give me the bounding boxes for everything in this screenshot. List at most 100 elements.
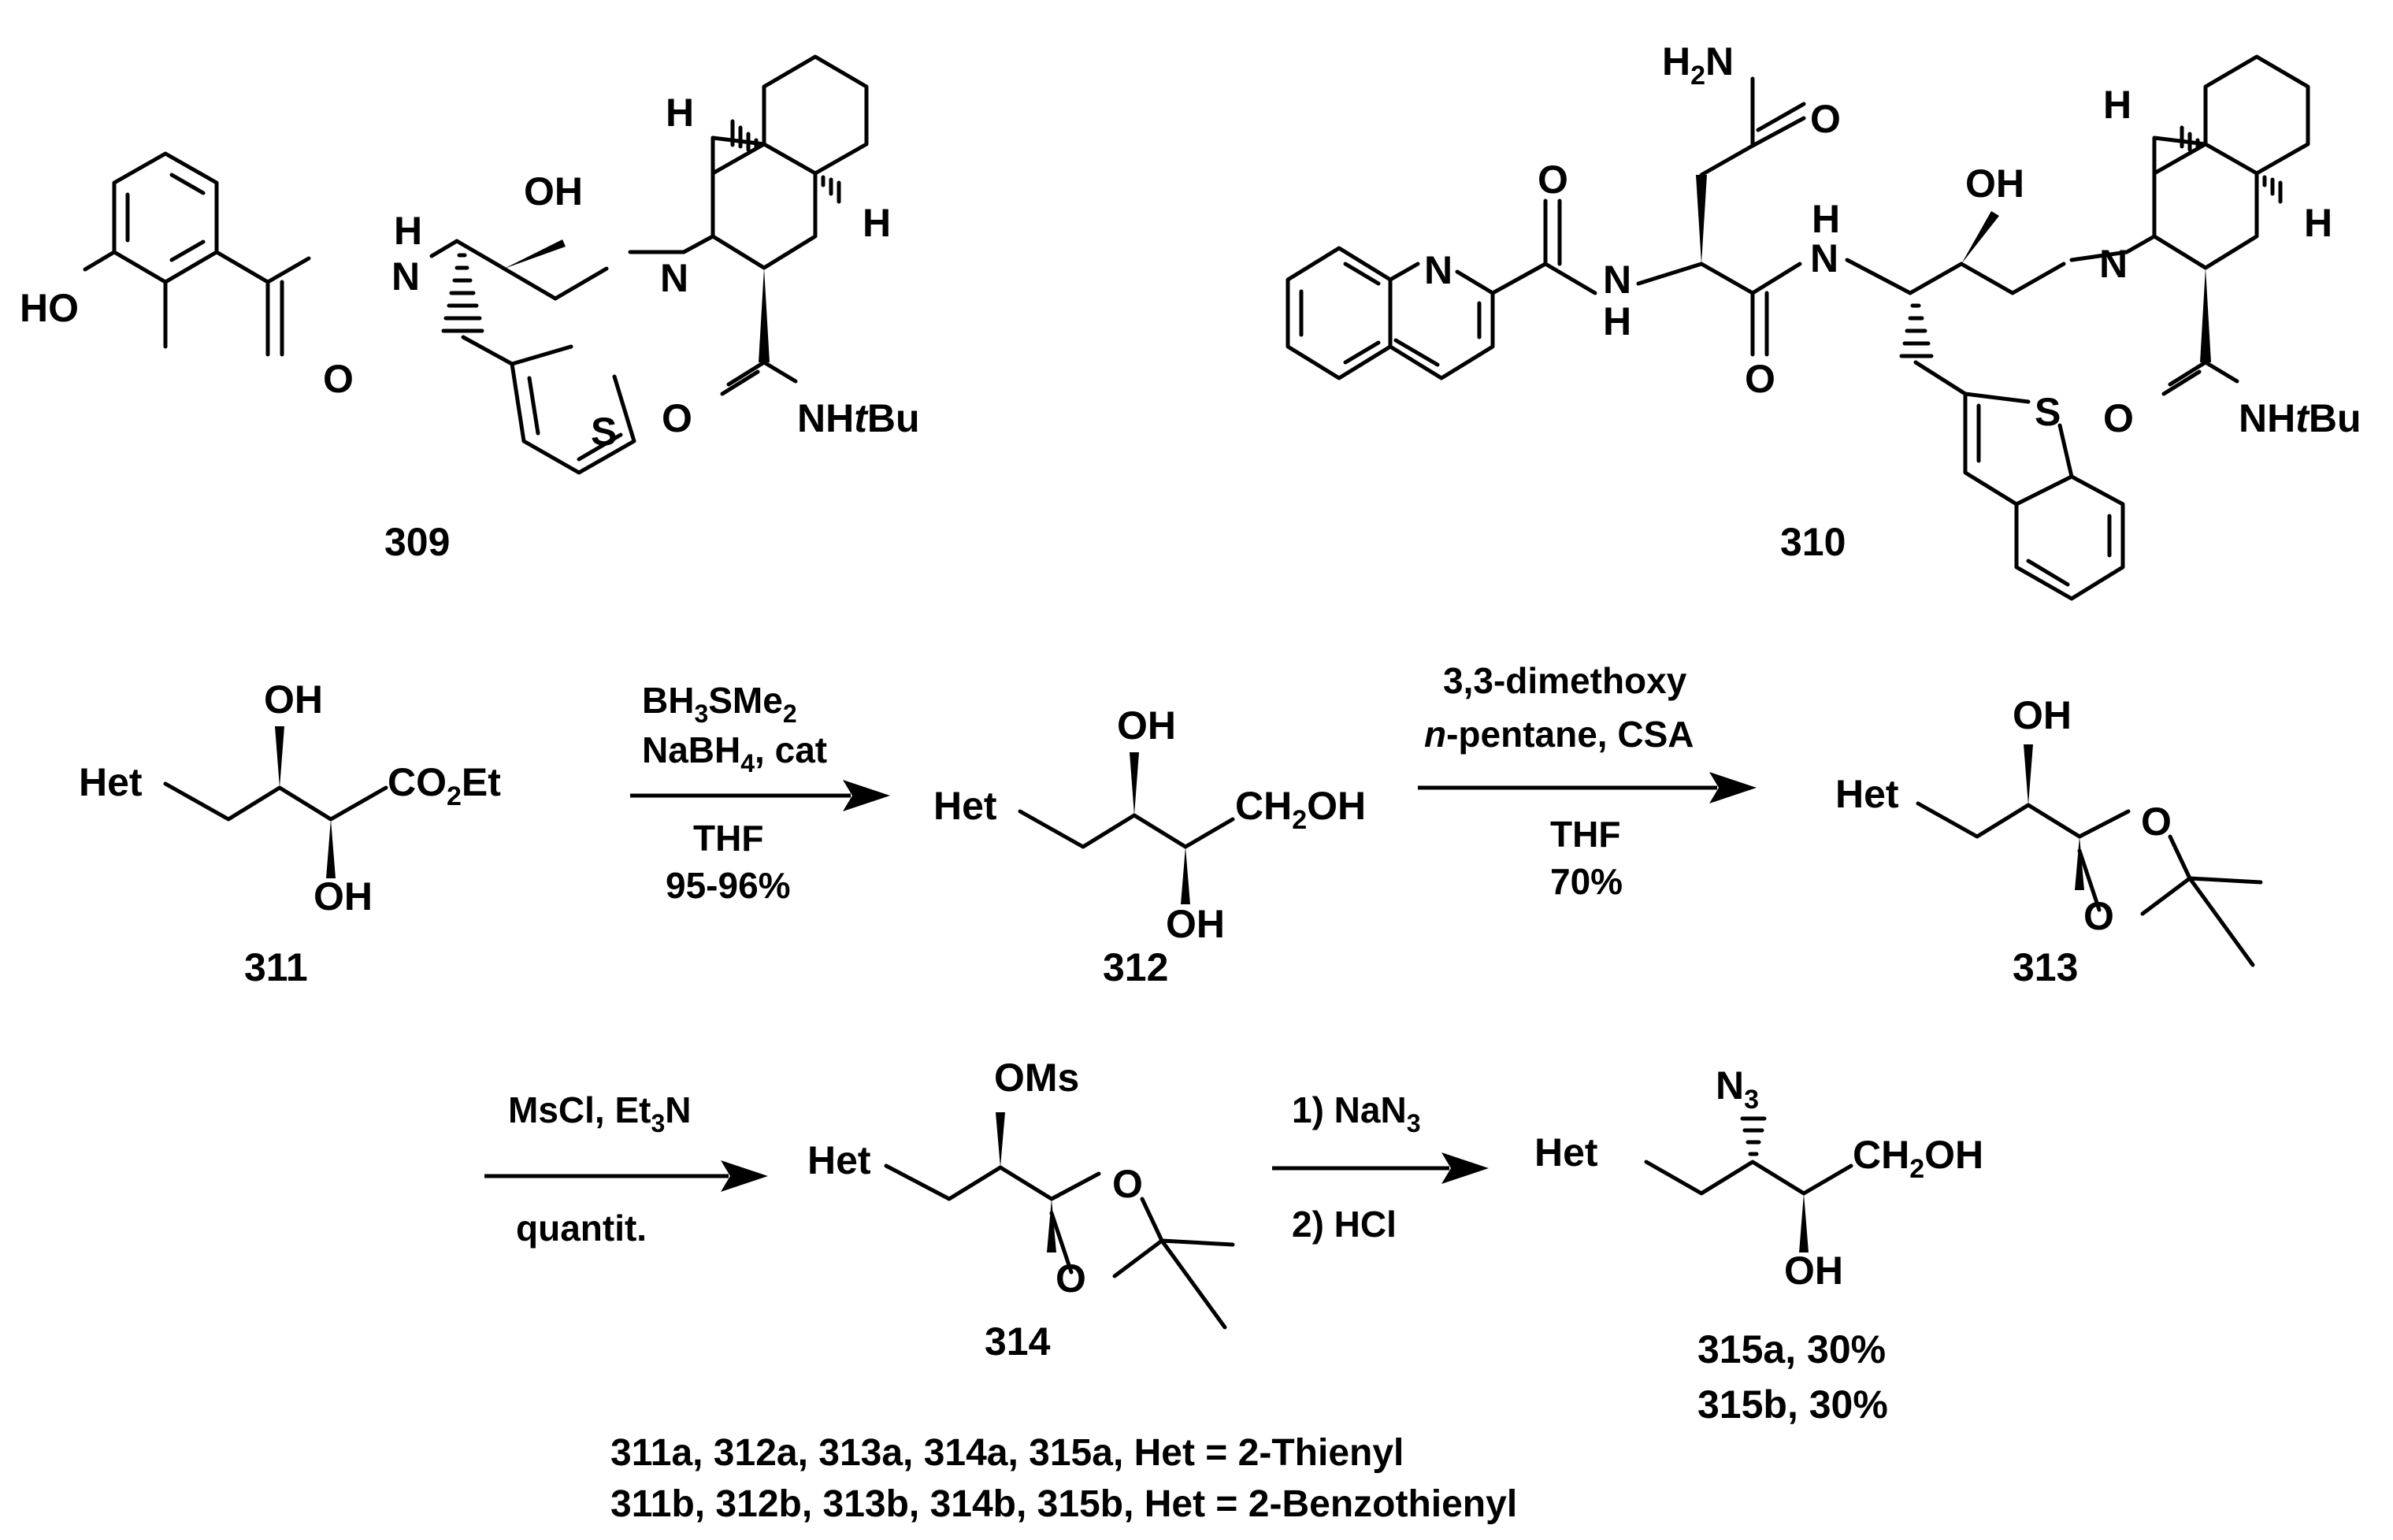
het-313: Het — [1835, 772, 1899, 816]
atom-carb-o: O — [662, 396, 692, 440]
atom-h-right: H — [863, 201, 891, 245]
ho-bond — [83, 250, 117, 272]
hash-bond-ch2-310 — [1899, 303, 1934, 358]
atom-ring-n-310: N — [2099, 242, 2128, 286]
atom-h2n: H2N — [1662, 39, 1734, 91]
atom-h-right-310: H — [2304, 201, 2332, 245]
hash-h-top-310 — [2180, 125, 2200, 152]
wedge-oh-313 — [2024, 744, 2033, 805]
compound-id-312: 312 — [1103, 945, 1168, 989]
arrow-1: BH3SMe2 NaBH4, cat THF 95-96% — [630, 680, 890, 906]
carboxamide-cn-bond — [762, 360, 798, 384]
compound-312: Het OH OH CH2OH 312 — [933, 703, 1366, 989]
carboxamide-wedge — [759, 268, 770, 362]
het-312: Het — [933, 784, 997, 828]
n-alpha-bond — [1636, 262, 1704, 286]
arrow-4-reagent: 1) NaN3 — [1292, 1089, 1421, 1137]
hash-h-top — [730, 119, 759, 152]
oh-bottom-311: OH — [314, 874, 373, 918]
atom-o-left: O — [1538, 158, 1568, 202]
o-ring2-314: O — [1056, 1256, 1086, 1301]
thiophene-inner-bonds — [527, 376, 623, 462]
o-ring1-314: O — [1112, 1162, 1143, 1206]
hash-n3-315 — [1740, 1116, 1767, 1156]
compound-id-313: 313 — [2013, 945, 2078, 989]
atom-nhtbu: NHtBu — [797, 396, 920, 440]
compound-id-315a: 315a, 30% — [1697, 1327, 1886, 1371]
chain-bond-1 — [429, 239, 459, 258]
atom-s-310: S — [2035, 390, 2061, 434]
co2-double — [1750, 291, 1769, 357]
quinoline-pyridine-inner — [1393, 301, 1482, 367]
compound-id-314: 314 — [985, 1319, 1051, 1364]
asn-ch2-bond — [1699, 143, 1755, 177]
benzothiophene-6ring-inner — [2026, 514, 2112, 587]
atom-o-mid: O — [1745, 357, 1775, 401]
ch2-benzothiophene-bond — [1913, 360, 1968, 396]
chain-bond-c — [2010, 262, 2066, 295]
hash-h-right-310 — [2262, 175, 2283, 204]
gem-dimethyl-314 — [1159, 1238, 1235, 1330]
amide-c-o-double-bond — [265, 280, 284, 357]
chain-311 — [163, 781, 388, 822]
o-ring1-313: O — [2141, 800, 2172, 844]
aryl-carbonyl-bond — [214, 250, 270, 284]
co1-double — [1543, 199, 1562, 266]
carboxamide-co-double — [720, 360, 766, 396]
compound-310: H2N O O N N H O H N OH N H H S O NHtBu 3… — [1286, 39, 2361, 601]
wedge-oh-top-311 — [275, 726, 284, 788]
arrow-4: 1) NaN3 2) HCl — [1272, 1089, 1489, 1245]
quin-carbonyl-bond — [1490, 262, 1548, 295]
atom-oh-310: OH — [1965, 161, 2024, 206]
chain-bond-b — [1959, 262, 2015, 295]
atom-oh: OH — [524, 169, 583, 213]
ch2oh-315: CH2OH — [1853, 1133, 1983, 1184]
arrow-2: 3,3-dimethoxy n-pentane, CSA THF 70% — [1418, 660, 1757, 902]
atom-amide-o: O — [323, 357, 354, 401]
o-ring2-313: O — [2083, 894, 2114, 938]
quinoline-ring-pyridine — [1388, 262, 1495, 380]
compound-313: Het OH O O 313 — [1835, 693, 2263, 989]
wedge-oh-bottom-311 — [326, 819, 336, 878]
wedge-oms-314 — [996, 1112, 1005, 1167]
compound-id-311: 311 — [244, 945, 308, 989]
chain-312 — [1018, 809, 1235, 849]
atom-nhtbu-310: NHtBu — [2239, 396, 2361, 440]
carboxamide-cn-310 — [2203, 360, 2239, 384]
arrow-2-yield: 70% — [1550, 861, 1623, 902]
arrow-1-reagent-1: BH3SMe2 — [642, 680, 797, 728]
asn-side-wedge — [1696, 175, 1707, 264]
footnote-thienyl: 311a, 312a, 313a, 314a, 315a, Het = 2-Th… — [610, 1432, 1404, 1474]
atom-n-amide1: N — [1603, 258, 1631, 302]
atom-o-top: O — [1810, 97, 1841, 141]
arrow-1-solvent: THF — [693, 818, 763, 859]
wedge-oh-top-312 — [1130, 752, 1139, 815]
arrow-1-yield: 95-96% — [666, 865, 791, 906]
footnote-benzothienyl: 311b, 312b, 313b, 314b, 315b, Het = 2-Be… — [610, 1483, 1517, 1525]
chain-bond-3 — [502, 266, 558, 301]
het-315: Het — [1534, 1130, 1598, 1174]
arrow-4-reagent-2: 2) HCl — [1292, 1204, 1397, 1245]
atom-h-top: H — [666, 91, 694, 135]
isoquinoline-ring-b — [762, 54, 869, 176]
atom-h-top-310: H — [2103, 83, 2131, 127]
compound-id-309: 309 — [384, 520, 450, 564]
wedge-oh-315 — [1799, 1193, 1809, 1252]
chain-315 — [1644, 1160, 1853, 1196]
isoquinoline-310-ring-b — [2203, 54, 2310, 176]
hash-h-right — [821, 175, 841, 204]
arrow-3-reagent: MsCl, Et3N — [508, 1089, 692, 1137]
oh-top-312: OH — [1117, 703, 1176, 748]
oh-bottom-315: OH — [1784, 1249, 1843, 1293]
compound-309: HO OH H N O N H H S O NHtBu 309 — [20, 54, 920, 564]
compound-311: Het OH OH CO2Et 311 — [79, 677, 501, 989]
n-chain-bond — [1845, 258, 1913, 295]
thiophene-ring — [510, 344, 636, 475]
quinoline-benzo-inner — [1299, 262, 1381, 365]
carboxamide-wedge-310 — [2200, 268, 2211, 362]
chain-bond-a — [1908, 262, 1964, 295]
atom-ho: HO — [20, 286, 79, 330]
compound-id-315b: 315b, 30% — [1697, 1382, 1888, 1427]
compound-314: Het OMs O O 314 — [807, 1056, 1235, 1364]
chain-bond-4 — [553, 266, 609, 301]
